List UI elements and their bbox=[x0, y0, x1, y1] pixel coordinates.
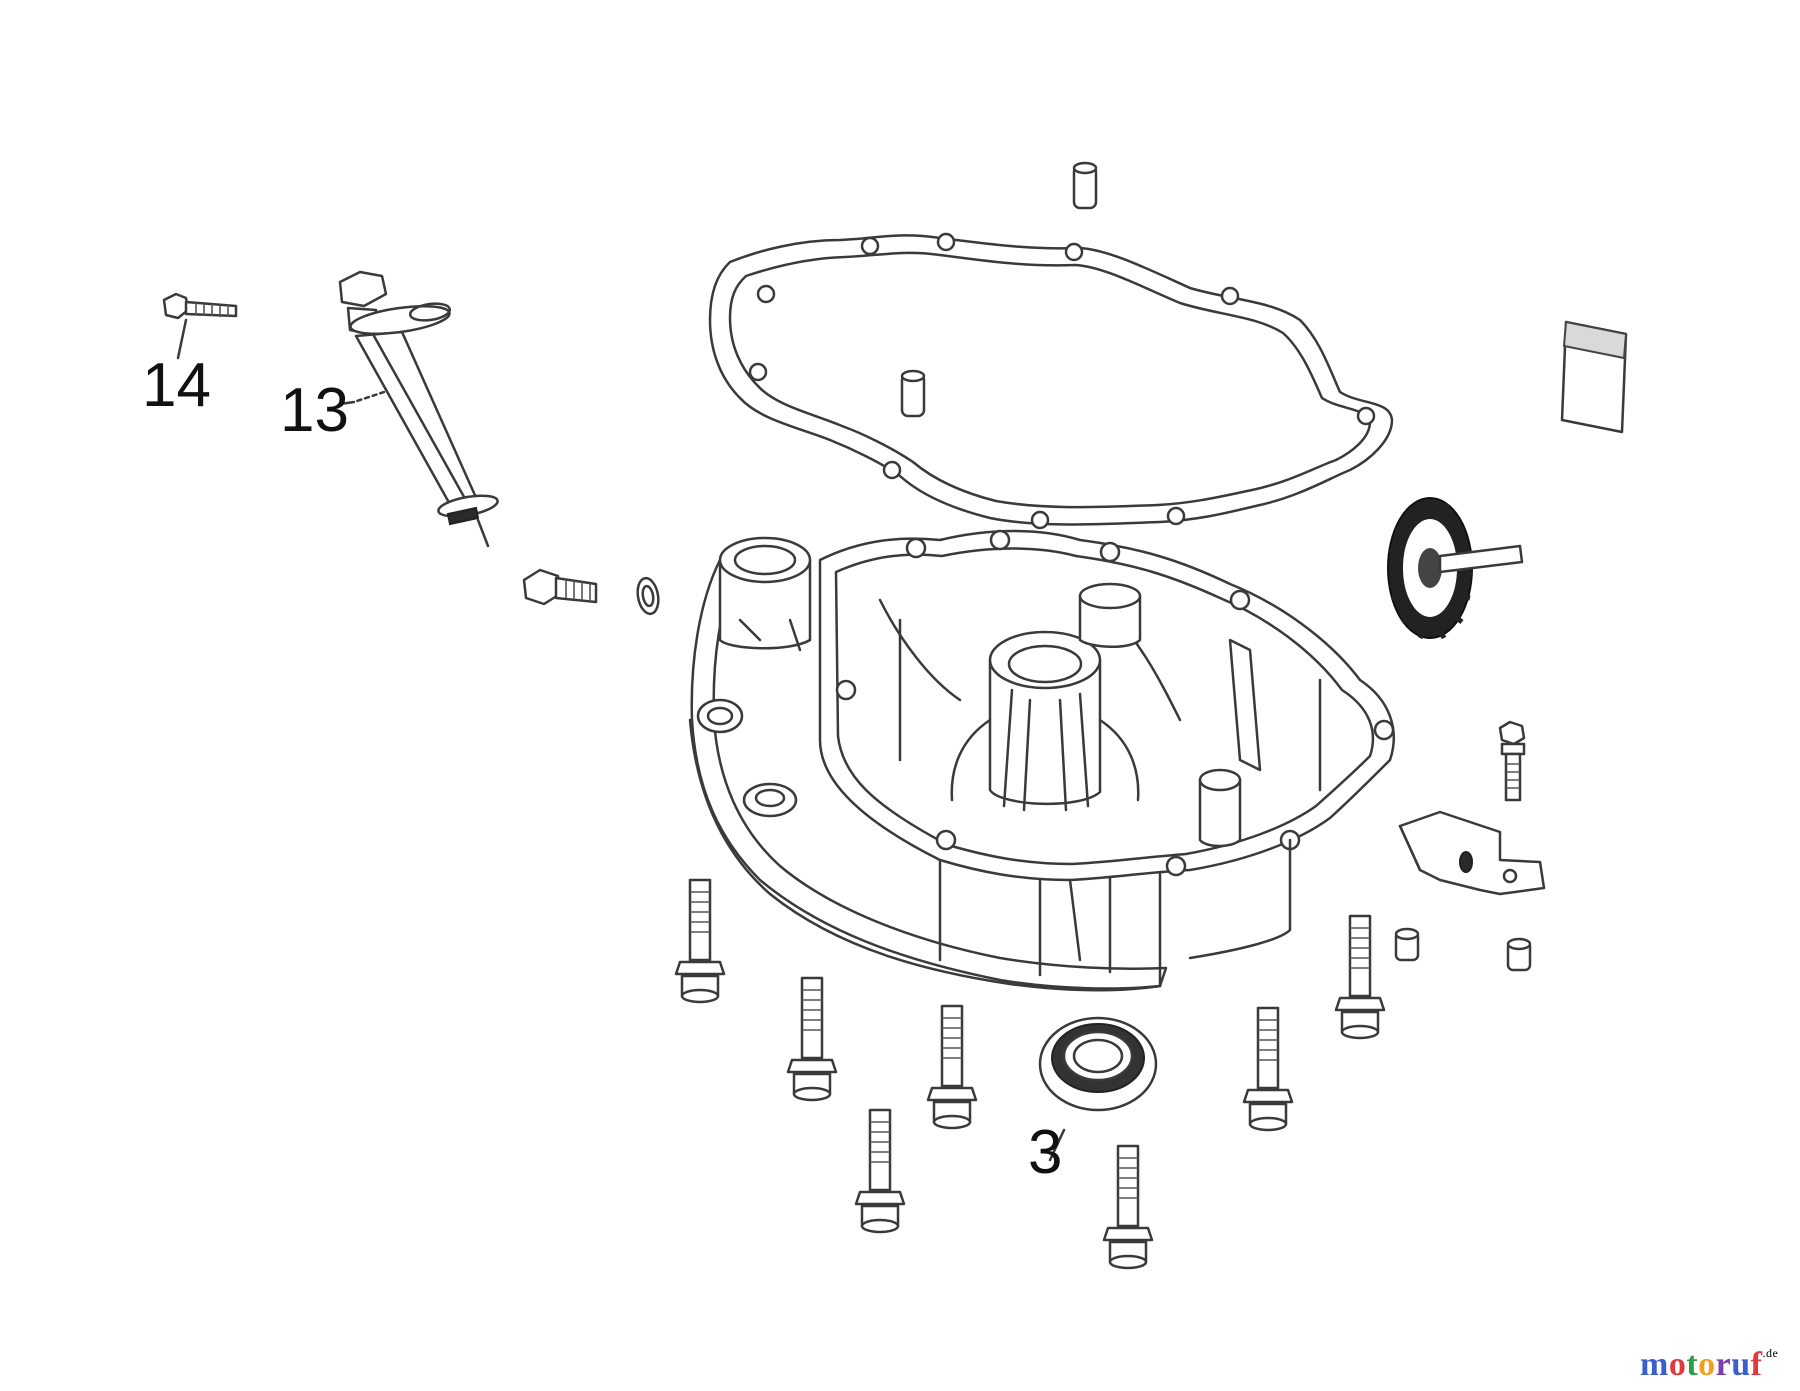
watermark-letter: r bbox=[1715, 1346, 1732, 1383]
bracket-bolt bbox=[1498, 720, 1526, 802]
cover-bolts bbox=[674, 878, 1386, 1270]
watermark-logo: motoruf.de bbox=[1640, 1346, 1778, 1384]
cover-bolt-4 bbox=[854, 1108, 906, 1234]
governor-bracket bbox=[1398, 810, 1546, 896]
watermark-letter: u bbox=[1731, 1346, 1751, 1383]
governor-gear bbox=[1387, 497, 1524, 640]
cover-bolt-2 bbox=[786, 976, 838, 1102]
watermark-letter: o bbox=[1668, 1346, 1687, 1383]
crankcase-gasket bbox=[708, 232, 1394, 530]
cover-bolt-7 bbox=[1334, 914, 1386, 1040]
dowel-pin-top bbox=[1072, 161, 1098, 210]
part-13-dipstick-tube bbox=[338, 270, 499, 548]
bushing-left bbox=[1394, 927, 1420, 962]
cover-bolt-1 bbox=[674, 878, 726, 1004]
cover-bolt-5 bbox=[1102, 1144, 1154, 1270]
cover-bolt-3 bbox=[926, 1004, 978, 1130]
watermark-tld: .de bbox=[1762, 1346, 1779, 1360]
watermark-word: motoruf bbox=[1640, 1346, 1763, 1383]
side-washer bbox=[636, 576, 660, 616]
bushing-right bbox=[1506, 937, 1532, 972]
crankcase-cover bbox=[688, 529, 1395, 992]
callout-13: 13 bbox=[280, 376, 349, 445]
watermark-letter: o bbox=[1698, 1346, 1716, 1383]
part-3-oil-seal bbox=[1038, 1016, 1158, 1162]
cover-bolt-6 bbox=[1242, 1006, 1294, 1132]
side-bolt bbox=[522, 568, 598, 606]
callout-3: 3 bbox=[1028, 1118, 1063, 1187]
part-14-bolt bbox=[162, 292, 238, 360]
callout-14: 14 bbox=[142, 351, 211, 420]
dowel-pin-center bbox=[900, 369, 926, 418]
wear-pad bbox=[1560, 320, 1628, 434]
watermark-letter: f bbox=[1750, 1346, 1763, 1383]
watermark-letter: m bbox=[1640, 1346, 1669, 1383]
watermark-letter: t bbox=[1686, 1346, 1699, 1383]
